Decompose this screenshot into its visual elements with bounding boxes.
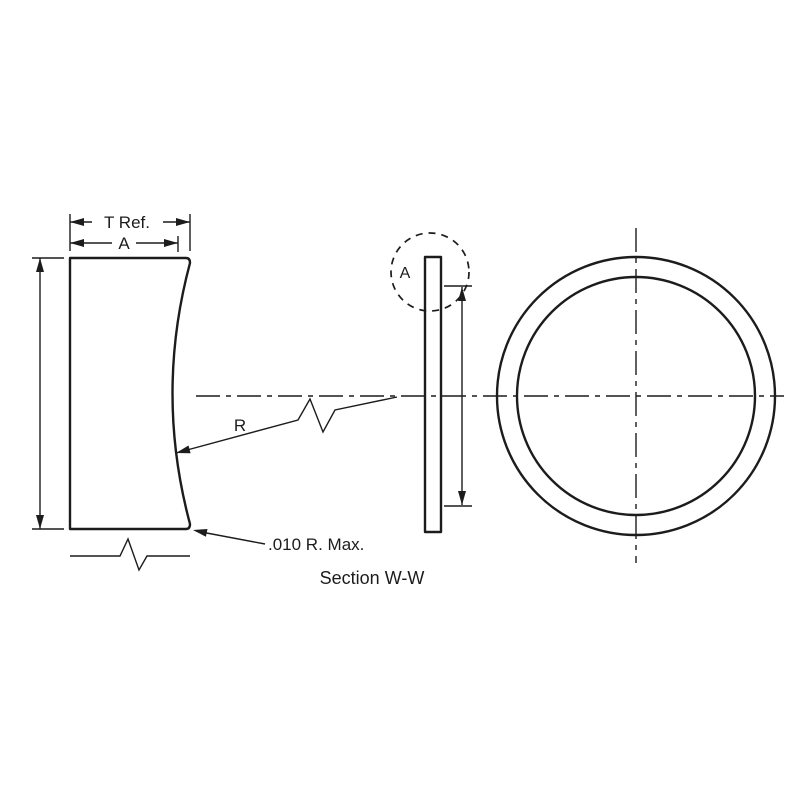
ring-edge-view-outline — [423, 255, 443, 534]
inner-dim-arrow-bottom — [458, 491, 466, 505]
height-arrow-bottom — [36, 515, 44, 529]
radius-leader-line — [175, 396, 398, 454]
radius-label: R — [234, 416, 246, 435]
height-arrow-top — [36, 258, 44, 272]
section-view-outline — [68, 256, 192, 531]
detail-callout-circle — [390, 232, 470, 312]
ring-outer-circle — [495, 255, 777, 537]
radius-leader-arrow — [176, 445, 191, 454]
a-arrow-left — [70, 239, 84, 247]
bottom-broken-dim-line — [70, 537, 190, 572]
section-title: Section W-W — [320, 568, 425, 588]
corner-radius-note: .010 R. Max. — [268, 535, 364, 554]
corner-note-arrow — [193, 529, 208, 537]
a-arrow-right — [164, 239, 178, 247]
t-ref-dimension-label: T Ref. — [104, 213, 150, 232]
detail-callout-label: A — [400, 265, 411, 282]
t-ref-arrow-right — [176, 218, 190, 226]
corner-note-leader-line — [195, 530, 266, 545]
ring-inner-circle — [515, 275, 757, 517]
t-ref-arrow-left — [70, 218, 84, 226]
a-dimension-label: A — [118, 234, 130, 253]
inner-dim-arrow-top — [458, 287, 466, 301]
